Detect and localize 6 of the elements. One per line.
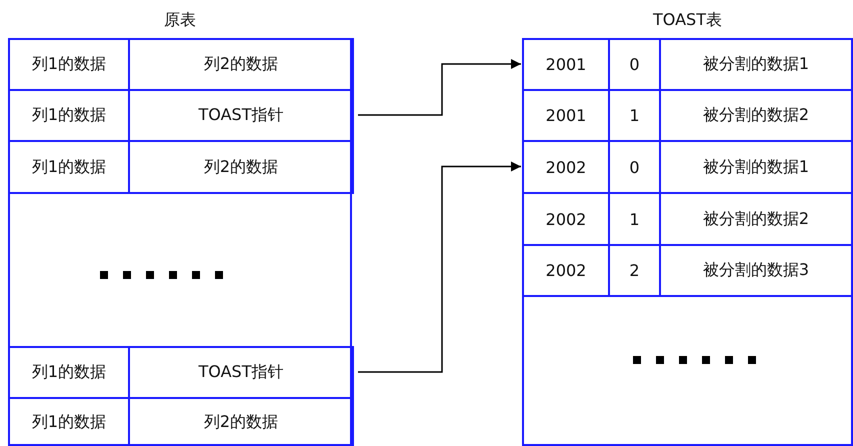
arrow: [358, 162, 521, 373]
table-title: 原表: [163, 10, 197, 31]
table-cell: 列2的数据: [128, 140, 354, 194]
table-title: TOAST表: [652, 10, 723, 31]
arrow: [358, 59, 521, 116]
table-cell: TOAST指针: [128, 346, 354, 399]
